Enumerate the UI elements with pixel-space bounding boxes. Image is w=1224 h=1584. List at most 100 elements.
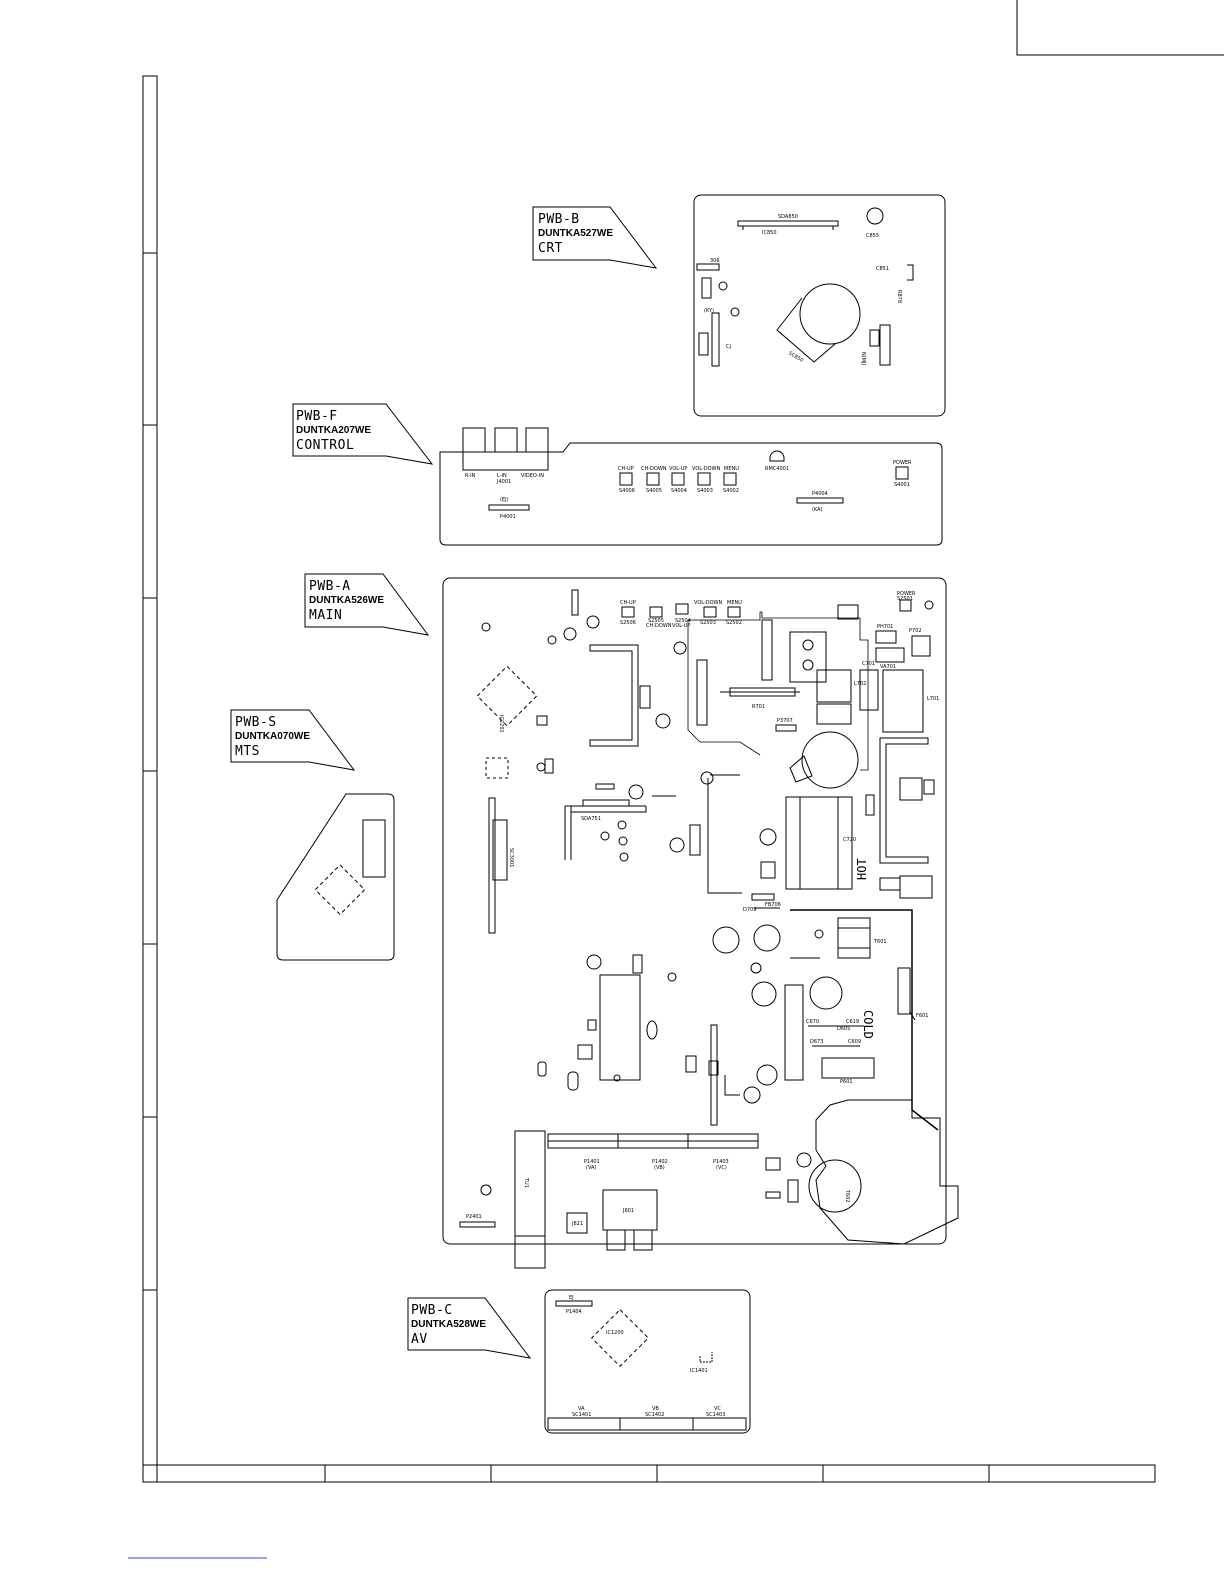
main-sd602 <box>784 984 804 1081</box>
pwb-s-label: MTS <box>235 744 260 759</box>
main-sda751 <box>564 805 647 860</box>
main-bracket-left <box>589 644 639 747</box>
pwb-f-code: DUNTKA207WE <box>296 425 371 436</box>
control-chup-ref: S4006 <box>619 488 635 494</box>
main-q603 <box>814 929 824 939</box>
main-c680 <box>879 877 901 891</box>
main-t602-pin <box>796 1152 812 1168</box>
main-tu1-plug <box>514 1235 546 1269</box>
main-j801 <box>602 1189 658 1231</box>
board-mts <box>276 793 395 961</box>
main-cf252 <box>567 1071 579 1091</box>
av-slot-va-name: VA <box>578 1406 585 1412</box>
main-p1402-ref: P1402 <box>652 1159 668 1165</box>
crt-socket-body <box>776 297 836 363</box>
crt-c851-ref: C851 <box>876 266 889 272</box>
control-btn-chdown <box>646 472 660 486</box>
corner-frame <box>1016 0 1224 56</box>
pwb-s-name: PWB-S <box>235 715 277 730</box>
crt-ky-tag: (KY) <box>704 308 714 314</box>
main-c710-lead <box>789 755 813 783</box>
control-menu-label: MENU <box>724 466 739 472</box>
pwb-c-label: AV <box>411 1332 428 1347</box>
crt-sda-connector <box>737 220 839 227</box>
crt-ky-connector <box>701 277 712 299</box>
board-av: EJ P1404 IC1200 IC1401 VA SC1401 VB SC14… <box>544 1289 751 1434</box>
av-slot-vc-ref: SC1403 <box>706 1412 725 1418</box>
pwb-c-code: DUNTKA528WE <box>411 1319 486 1330</box>
mts-outline <box>276 793 395 961</box>
main-fb706 <box>751 893 775 901</box>
main-r708 <box>865 794 875 816</box>
main-j821-ref: J821 <box>571 1221 583 1227</box>
main-chdown-ref: S2505 <box>648 618 664 624</box>
main-chup-ref: S2506 <box>620 620 636 626</box>
main-sda751-ref: SDA751 <box>581 816 601 822</box>
main-p2401-ref: P2401 <box>466 1214 482 1220</box>
main-p2401 <box>459 1221 496 1228</box>
main-l601 <box>809 976 843 1010</box>
main-p671 <box>708 1060 719 1076</box>
main-led <box>924 600 934 610</box>
main-c673 <box>743 1086 761 1104</box>
control-volup-ref: S4004 <box>671 488 687 494</box>
main-c7-bracket <box>707 774 742 894</box>
main-l702-box-b <box>816 703 852 725</box>
control-p4004-ref: P4004 <box>812 491 828 497</box>
control-btn-volup <box>671 472 685 486</box>
main-j801-ref: J801 <box>622 1208 634 1214</box>
control-chdown-label: CH-DOWN <box>641 466 667 472</box>
main-btn-voldown <box>703 606 717 618</box>
crt-c855-ref: C855 <box>866 233 879 239</box>
main-q3001 <box>481 622 491 632</box>
main-btn-menu <box>727 606 741 618</box>
main-sda602-hdr <box>899 875 933 899</box>
main-t601-core <box>838 927 870 949</box>
crt-mj-tag: N(MJ) <box>860 352 866 365</box>
control-jack-r <box>462 427 486 453</box>
main-j801-a <box>606 1229 626 1251</box>
crt-q851 <box>718 281 728 291</box>
main-p3707 <box>775 724 797 732</box>
main-p1403-tag: (VC) <box>716 1165 727 1171</box>
main-ph701 <box>875 630 897 644</box>
main-btn-chdown <box>649 606 663 618</box>
left-frame-strip <box>142 75 158 1483</box>
main-d730 <box>760 861 776 879</box>
main-va701 <box>875 647 905 663</box>
main-c619-ref: C619 <box>846 1019 859 1025</box>
main-c762 <box>700 771 714 785</box>
control-btn-power <box>895 466 909 480</box>
av-ic1200 <box>591 1309 649 1367</box>
main-q601 <box>667 972 677 982</box>
main-sda701 <box>879 737 929 864</box>
main-r701-ref: R701 <box>752 704 765 710</box>
control-jack-label-video: VIDEO-IN <box>521 473 544 479</box>
main-p3201 <box>544 758 554 774</box>
av-p1404-ref: P1404 <box>566 1309 582 1315</box>
main-j821 <box>566 1212 588 1234</box>
main-c609 <box>712 926 740 954</box>
pwb-f-name: PWB-F <box>296 409 338 424</box>
main-chup-label: CH-UP <box>620 600 636 606</box>
pwb-f-label: CONTROL <box>296 438 354 453</box>
crt-306-ref: 306 <box>710 258 720 264</box>
main-l701 <box>882 669 924 733</box>
control-voldown-ref: S4003 <box>697 488 713 494</box>
main-c720-ref: C720 <box>843 837 856 843</box>
control-voldown-label: VOL-DOWN <box>692 466 720 472</box>
crt-p850 <box>711 312 720 367</box>
main-sc3001-ref: SC3001 <box>508 848 514 867</box>
crt-top-connector <box>696 263 720 271</box>
pwb-a-label: MAIN <box>309 608 342 623</box>
control-jack-video <box>525 427 549 453</box>
main-p761 <box>696 659 708 726</box>
control-jack-ref: J4001 <box>496 479 511 485</box>
control-p4001-ref: P4001 <box>500 514 516 520</box>
crt-socket-sc850 <box>799 283 861 345</box>
main-d605-ref: D605 <box>837 1026 850 1032</box>
main-c7401 <box>628 784 644 800</box>
mts-ic3001 <box>314 864 366 916</box>
main-d673-ref: D673 <box>810 1039 823 1045</box>
main-c701-ref: C701 <box>862 661 875 667</box>
